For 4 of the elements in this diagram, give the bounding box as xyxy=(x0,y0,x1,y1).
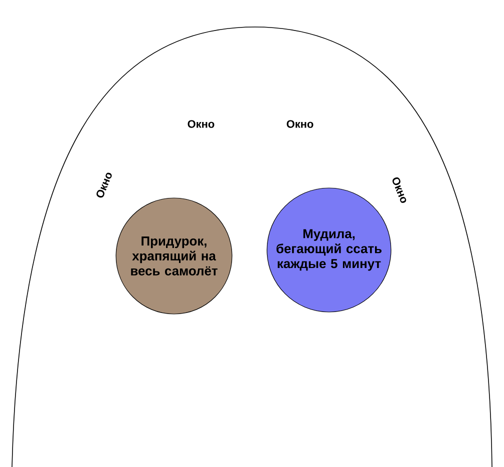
window-label: Окно xyxy=(392,177,406,203)
window-label: Окно xyxy=(188,120,214,128)
window-label: Окно xyxy=(96,172,112,198)
window-label: Окно xyxy=(286,120,314,128)
